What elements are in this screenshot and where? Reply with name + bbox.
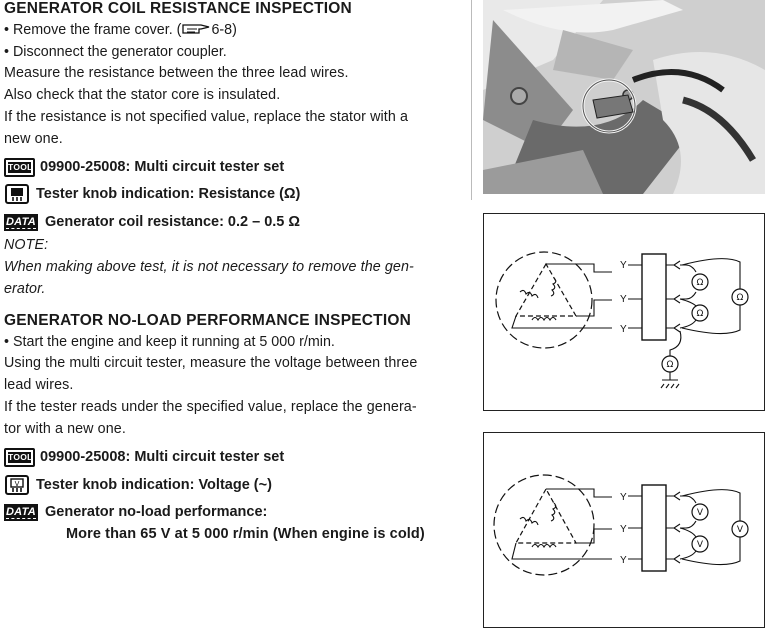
page-reference: 6-8) <box>211 22 237 38</box>
paragraph-line: lead wires. <box>4 377 74 393</box>
ohm-meter-symbol: Ω <box>697 309 704 319</box>
data-badge-icon: DATA <box>4 503 38 521</box>
knob-indication: Tester knob indication: Resistance (Ω) <box>36 186 301 202</box>
ohm-meter-symbol: Ω <box>737 293 744 303</box>
note-line: When making above test, it is not necess… <box>4 259 414 275</box>
paragraph-line: tor with a new one. <box>4 421 126 437</box>
paragraph-line: Also check that the stator core is insul… <box>4 87 281 103</box>
svg-text:V: V <box>15 480 20 488</box>
lead-label: Y <box>620 524 627 535</box>
data-row: DATA Generator coil resistance: 0.2 – 0.… <box>4 211 300 233</box>
knob-indication: Tester knob indication: Voltage (~) <box>36 477 272 493</box>
paragraph-line: If the resistance is not specified value… <box>4 109 409 125</box>
note-label: NOTE: <box>4 237 49 253</box>
tester-knob-icon: V <box>5 475 29 495</box>
data-spec-value: More than 65 V at 5 000 r/min (When engi… <box>66 526 425 542</box>
lead-label: Y <box>620 324 627 335</box>
data-spec: Generator no-load performance: <box>45 504 268 520</box>
lead-label: Y <box>620 294 627 305</box>
paragraph-line: Measure the resistance between the three… <box>4 65 349 81</box>
knob-row: Tester knob indication: Resistance (Ω) <box>4 183 300 205</box>
bullet-start-engine: • Start the engine and keep it running a… <box>4 334 335 350</box>
tester-knob-icon <box>5 184 29 204</box>
data-spec: Generator coil resistance: 0.2 – 0.5 Ω <box>45 214 301 230</box>
voltage-wiring-diagram: Y Y Y V V V <box>483 432 765 628</box>
paragraph-line: new one. <box>4 131 63 147</box>
volt-meter-symbol: V <box>697 508 704 518</box>
paragraph-line: If the tester reads under the specified … <box>4 399 417 415</box>
resistance-wiring-diagram: Y Y Y Ω Ω Ω Ω <box>483 213 765 411</box>
bullet-dot: • <box>4 334 13 350</box>
bullet-text: Remove the frame cover. ( <box>12 22 182 38</box>
tool-row: TOOL 09900-25008: Multi circuit tester s… <box>4 156 284 178</box>
tool-spec: 09900-25008: Multi circuit tester set <box>40 159 285 175</box>
tool-row: TOOL 09900-25008: Multi circuit tester s… <box>4 446 284 468</box>
lead-label: Y <box>620 492 627 503</box>
tool-badge-icon: TOOL <box>4 447 35 467</box>
bullet-remove-frame-cover: • Remove the frame cover. ( 6-8) <box>4 22 237 38</box>
lead-label: Y <box>620 555 627 566</box>
section-title-coil-resistance: GENERATOR COIL RESISTANCE INSPECTION <box>4 0 352 17</box>
note-line: erator. <box>4 281 46 297</box>
photo-illustration <box>483 0 765 194</box>
data-badge-icon: DATA <box>4 213 38 231</box>
volt-meter-symbol: V <box>697 540 704 550</box>
volt-meter-symbol: V <box>737 525 744 535</box>
tool-spec: 09900-25008: Multi circuit tester set <box>40 449 285 465</box>
knob-row: V Tester knob indication: Voltage (~) <box>4 474 272 496</box>
lead-label: Y <box>620 260 627 271</box>
bullet-text: Disconnect the generator coupler. <box>12 44 227 60</box>
tool-badge-icon: TOOL <box>4 157 35 177</box>
bullet-dot: • <box>4 22 13 38</box>
bullet-text: Start the engine and keep it running at … <box>12 334 335 350</box>
generator-coupler-photo <box>483 0 765 194</box>
page-reference-hand-icon <box>182 24 210 34</box>
ohm-meter-symbol: Ω <box>667 360 674 370</box>
data-row: DATA Generator no-load performance: <box>4 501 267 523</box>
section-title-no-load: GENERATOR NO-LOAD PERFORMANCE INSPECTION <box>4 312 411 329</box>
column-divider <box>471 0 472 200</box>
bullet-dot: • <box>4 44 13 60</box>
bullet-disconnect-coupler: • Disconnect the generator coupler. <box>4 44 227 60</box>
paragraph-line: Using the multi circuit tester, measure … <box>4 355 418 371</box>
ohm-meter-symbol: Ω <box>697 278 704 288</box>
